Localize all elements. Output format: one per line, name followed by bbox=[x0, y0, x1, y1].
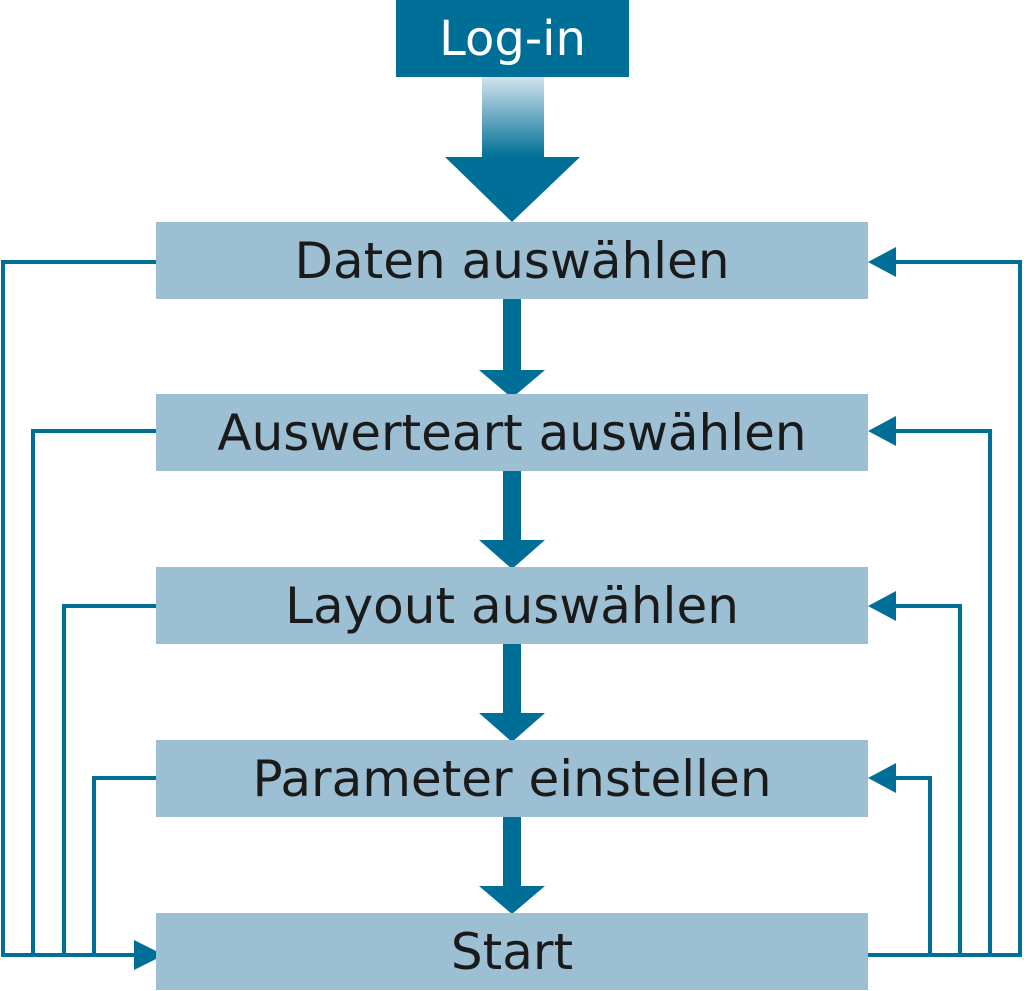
step-set-parameters: Parameter einstellen bbox=[156, 740, 868, 817]
login-arrow bbox=[445, 77, 580, 222]
step-label: Parameter einstellen bbox=[252, 749, 772, 808]
right-arrowhead-1 bbox=[868, 247, 896, 277]
left-loop-2 bbox=[31, 429, 156, 955]
left-loop-3 bbox=[62, 604, 156, 955]
step-label: Layout auswählen bbox=[285, 576, 739, 635]
step-label: Daten auswählen bbox=[294, 231, 730, 290]
step-label: Start bbox=[450, 922, 574, 981]
step-select-layout: Layout auswählen bbox=[156, 567, 868, 644]
right-loop-4 bbox=[890, 776, 932, 955]
step-start: Start bbox=[156, 913, 868, 990]
step-label: Auswerteart auswählen bbox=[217, 403, 807, 462]
right-loop-1 bbox=[860, 260, 1022, 957]
login-box: Log-in bbox=[396, 0, 629, 77]
right-arrowhead-2 bbox=[868, 416, 896, 446]
login-label: Log-in bbox=[439, 10, 586, 67]
right-arrowhead-3 bbox=[868, 591, 896, 621]
down-arrow-2 bbox=[479, 471, 545, 569]
right-arrowhead-4 bbox=[868, 763, 896, 793]
down-arrow-4 bbox=[479, 817, 545, 914]
down-arrow-3 bbox=[479, 644, 545, 742]
down-arrow-1 bbox=[479, 298, 545, 398]
left-loop-4 bbox=[92, 776, 156, 955]
right-loop-3 bbox=[890, 604, 962, 955]
step-select-evaluation-type: Auswerteart auswählen bbox=[156, 394, 868, 471]
step-select-data: Daten auswählen bbox=[156, 222, 868, 299]
right-loop-2 bbox=[890, 429, 992, 955]
start-in-arrowhead bbox=[134, 940, 164, 970]
left-loop-1 bbox=[1, 260, 156, 957]
